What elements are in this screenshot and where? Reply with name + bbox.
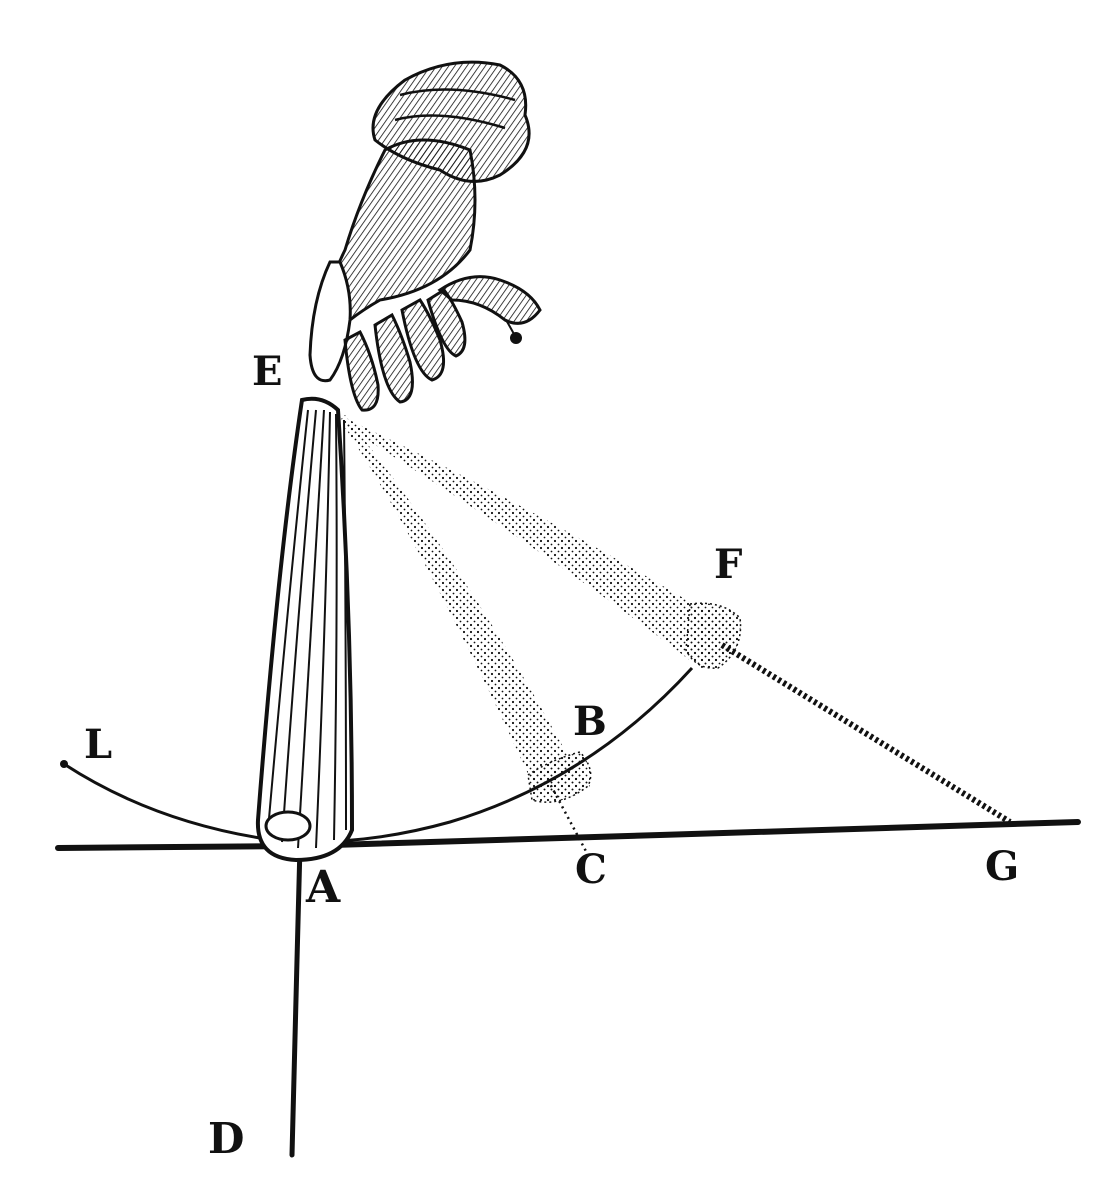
label-c: C — [575, 846, 607, 893]
label-f: F — [714, 541, 742, 588]
label-d: D — [208, 1114, 244, 1163]
arc-curve — [63, 666, 694, 844]
sling-icon — [255, 396, 355, 863]
label-a: A — [305, 862, 341, 913]
label-e: E — [252, 348, 283, 395]
sling-pouch-f — [685, 602, 742, 669]
label-g: G — [985, 843, 1019, 890]
horizontal-line — [55, 819, 1081, 851]
hand-icon — [308, 60, 542, 412]
label-b: B — [573, 698, 607, 745]
stone — [264, 810, 312, 842]
vertical-line — [289, 843, 303, 1158]
dotted-line-bc — [546, 779, 590, 856]
label-l: L — [84, 721, 112, 768]
arc-end-l — [60, 760, 68, 768]
sling-pouch-b — [527, 751, 592, 803]
sling-position-b — [340, 415, 590, 796]
sling-position-f — [345, 418, 740, 668]
dotted-line-fg — [720, 642, 1012, 825]
